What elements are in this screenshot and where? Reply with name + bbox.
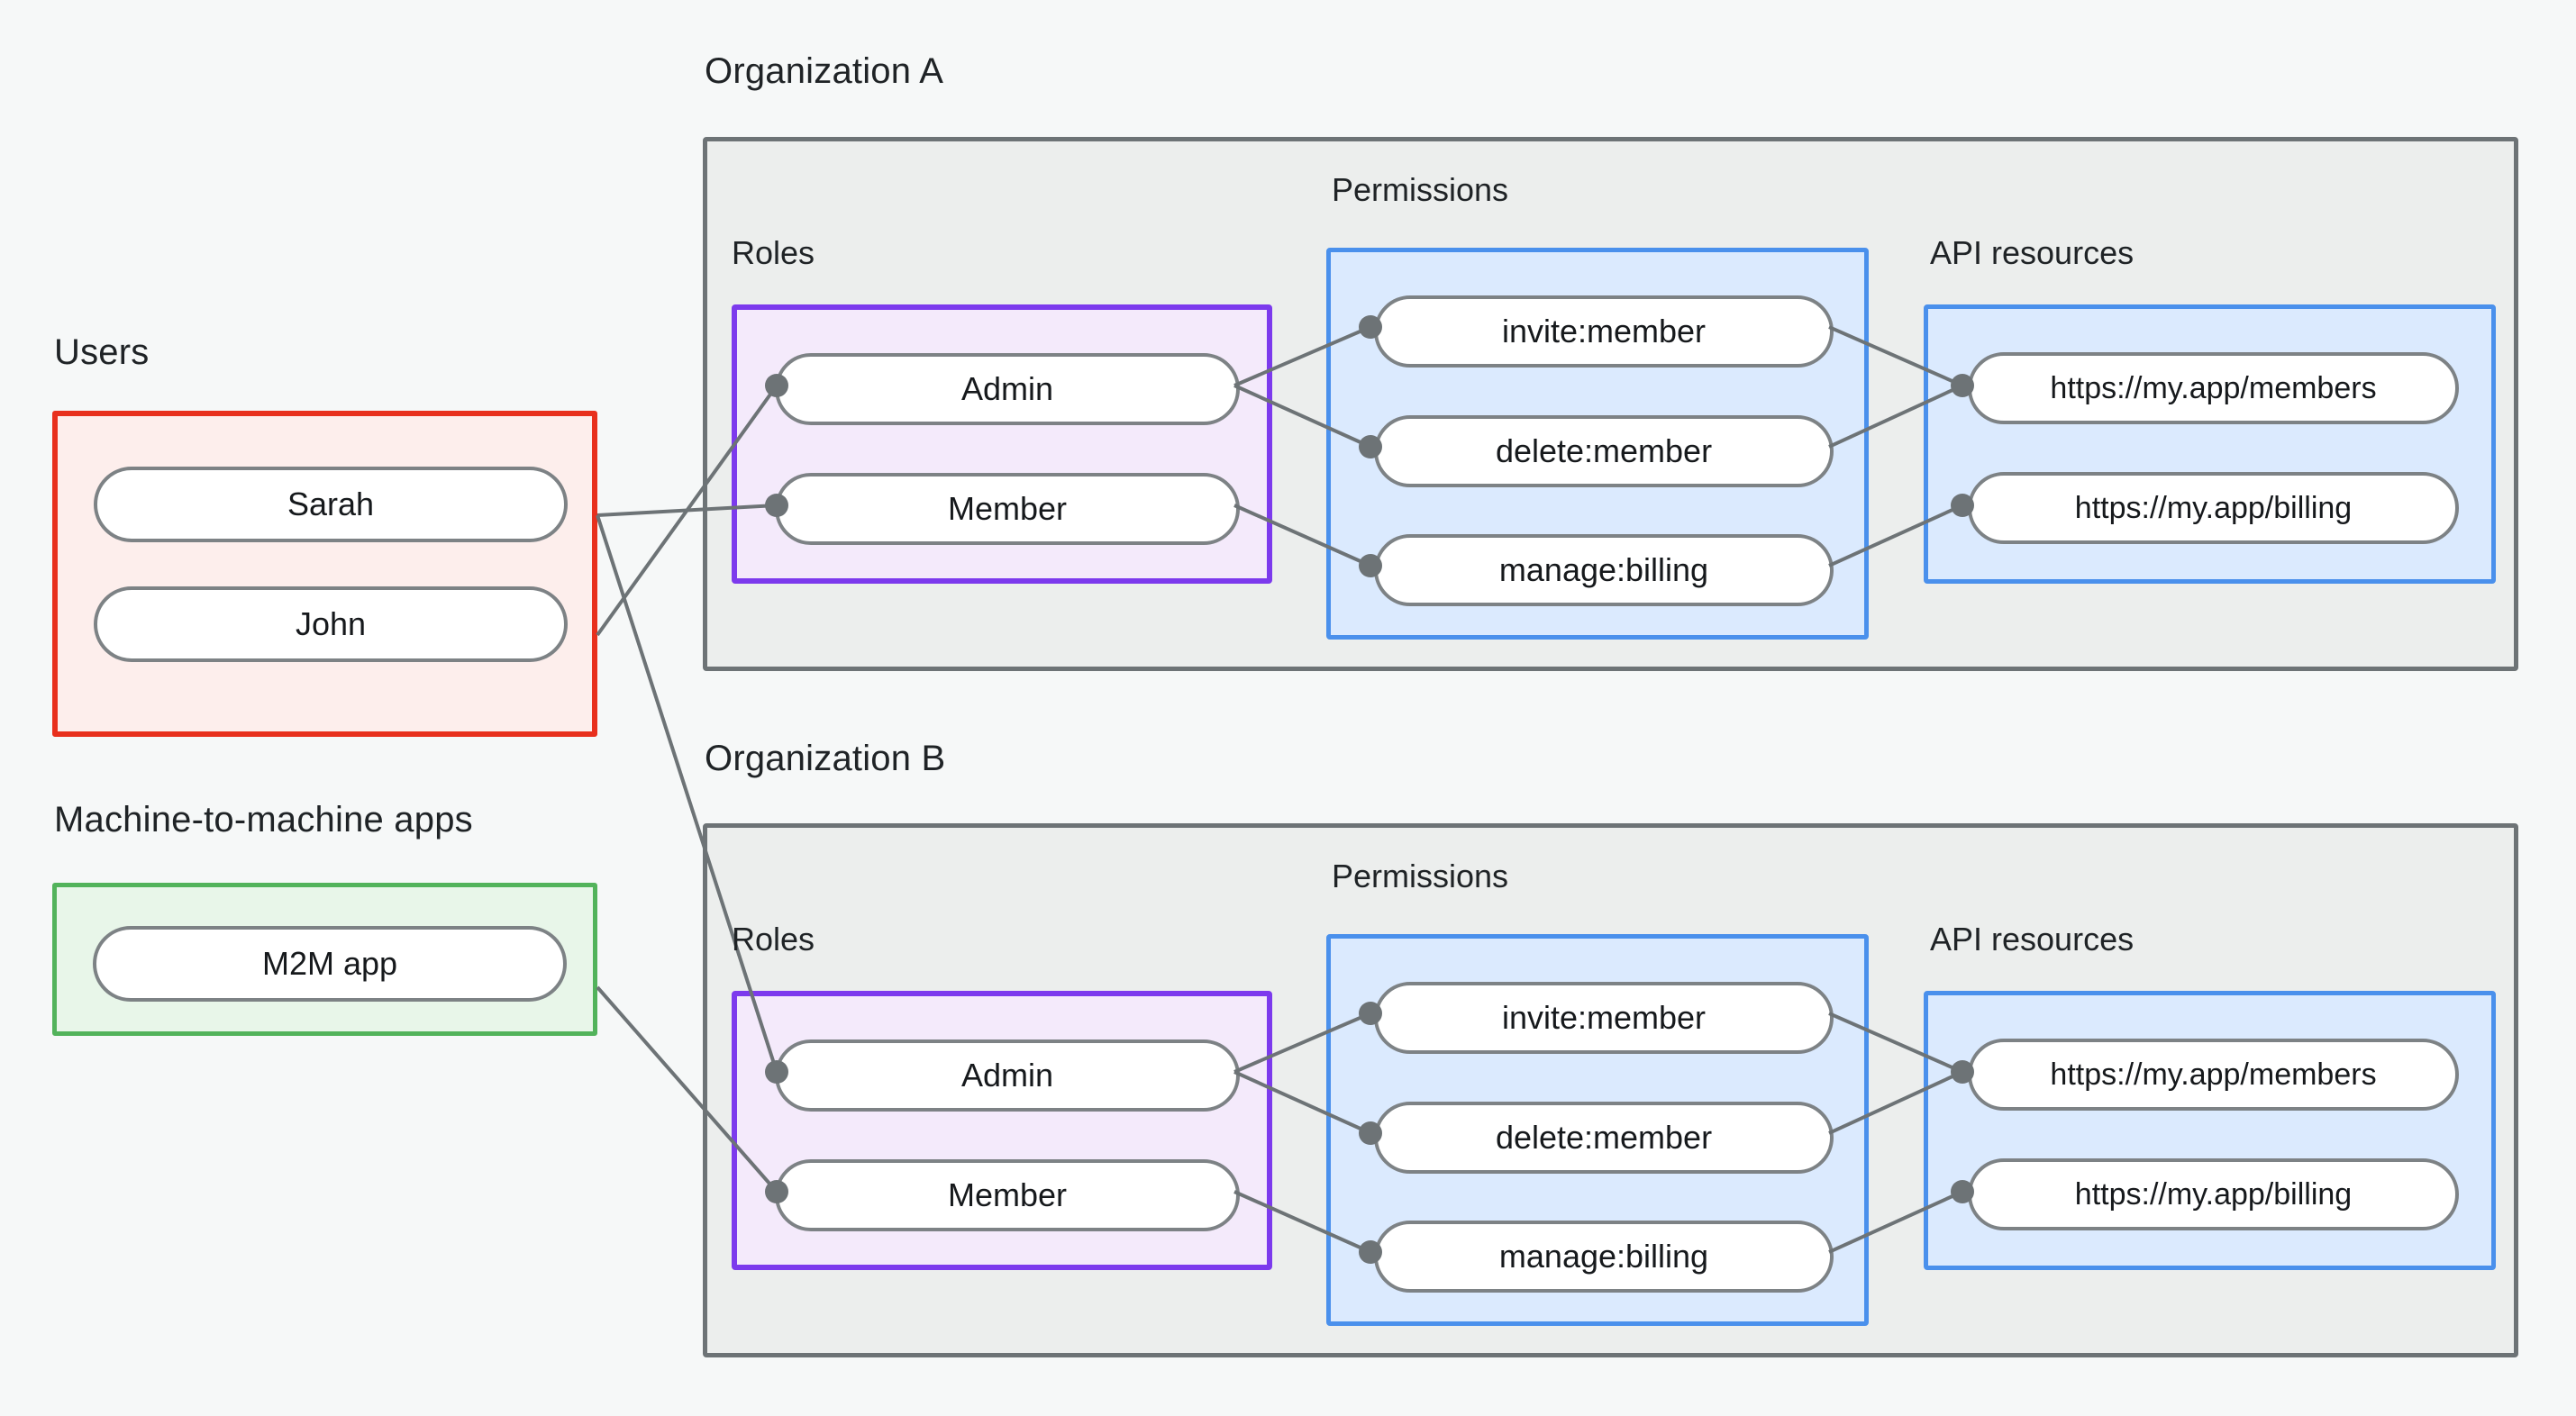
orgA-roles-container[interactable]: Admin Member <box>732 304 1272 584</box>
m2m-container[interactable]: M2M app <box>52 883 597 1036</box>
m2m-group-title: Machine-to-machine apps <box>54 800 473 840</box>
orgA-permissions-container[interactable]: invite:member delete:member manage:billi… <box>1326 248 1869 640</box>
organization-b-title: Organization B <box>705 739 946 778</box>
orgA-role-pill-member[interactable]: Member <box>775 473 1240 545</box>
orgB-role-pill-member[interactable]: Member <box>775 1159 1240 1231</box>
users-group-title: Users <box>54 332 150 372</box>
orgB-api-resources-title: API resources <box>1930 921 2135 958</box>
orgB-role-pill-admin[interactable]: Admin <box>775 1039 1240 1112</box>
organization-a-title: Organization A <box>705 51 944 91</box>
orgB-api-resources-container[interactable]: https://my.app/members https://my.app/bi… <box>1924 991 2496 1270</box>
orgA-api-pill-billing[interactable]: https://my.app/billing <box>1968 472 2459 544</box>
orgB-permission-pill-manage-billing[interactable]: manage:billing <box>1374 1221 1834 1293</box>
orgB-api-pill-members[interactable]: https://my.app/members <box>1968 1039 2459 1111</box>
orgB-permissions-title: Permissions <box>1332 858 1509 894</box>
user-pill-john[interactable]: John <box>94 586 568 662</box>
orgA-permissions-title: Permissions <box>1332 171 1509 208</box>
orgB-permission-pill-delete-member[interactable]: delete:member <box>1374 1102 1834 1174</box>
orgA-api-pill-members[interactable]: https://my.app/members <box>1968 352 2459 424</box>
orgB-api-pill-billing[interactable]: https://my.app/billing <box>1968 1158 2459 1230</box>
orgB-permission-pill-invite-member[interactable]: invite:member <box>1374 982 1834 1054</box>
orgA-role-pill-admin[interactable]: Admin <box>775 353 1240 425</box>
m2m-pill-app[interactable]: M2M app <box>93 926 567 1002</box>
users-container[interactable]: Sarah John <box>52 411 597 737</box>
orgA-api-resources-title: API resources <box>1930 234 2135 271</box>
orgB-roles-title: Roles <box>732 921 815 958</box>
user-pill-sarah[interactable]: Sarah <box>94 467 568 542</box>
orgA-roles-title: Roles <box>732 234 815 271</box>
orgA-permission-pill-invite-member[interactable]: invite:member <box>1374 295 1834 368</box>
orgA-permission-pill-delete-member[interactable]: delete:member <box>1374 415 1834 487</box>
orgB-permissions-container[interactable]: invite:member delete:member manage:billi… <box>1326 934 1869 1326</box>
orgA-api-resources-container[interactable]: https://my.app/members https://my.app/bi… <box>1924 304 2496 584</box>
orgA-permission-pill-manage-billing[interactable]: manage:billing <box>1374 534 1834 606</box>
orgB-roles-container[interactable]: Admin Member <box>732 991 1272 1270</box>
